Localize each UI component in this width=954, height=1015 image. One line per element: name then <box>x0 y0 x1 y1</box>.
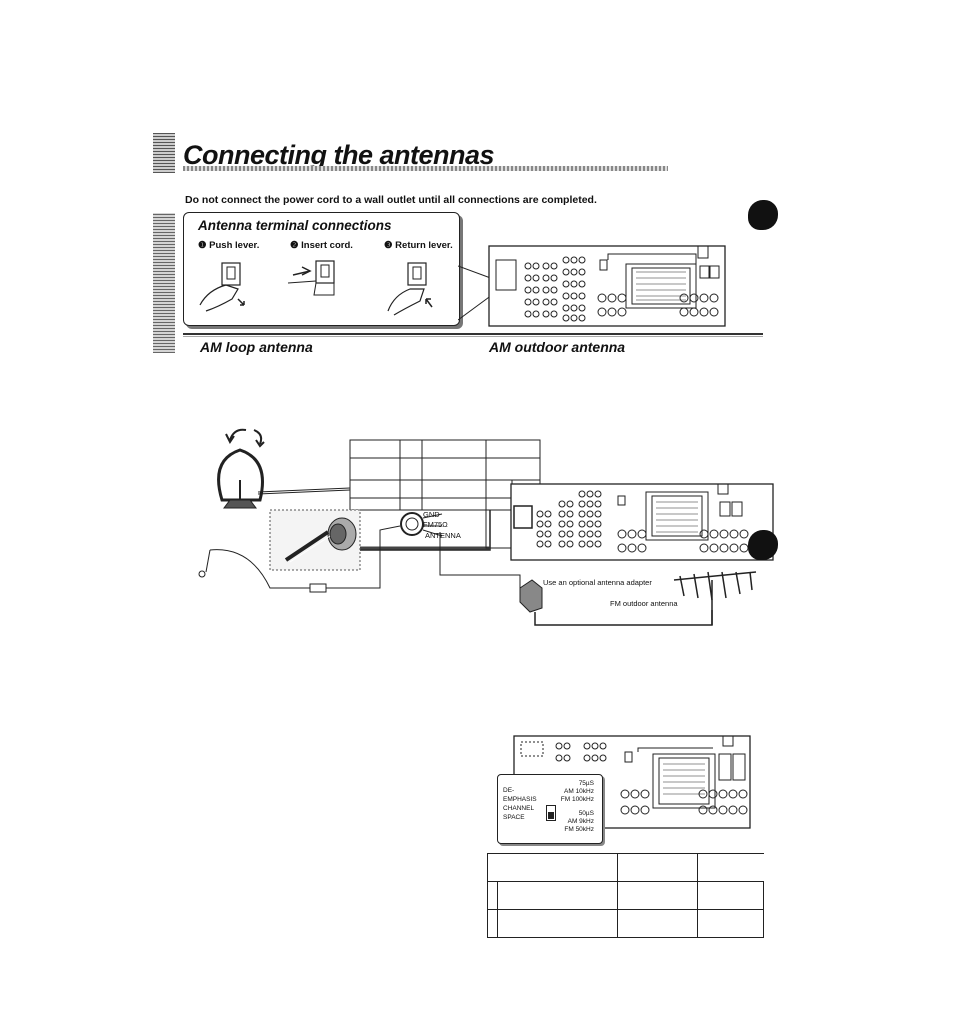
fm75-label: FM75Ω <box>423 520 448 529</box>
table-cell <box>617 881 699 910</box>
section-tab-marker <box>153 133 175 173</box>
region-marker-1 <box>748 200 778 230</box>
side-tab-marker <box>153 213 175 353</box>
table-cell <box>496 881 619 910</box>
step-3: ❸ Return lever. <box>384 240 453 251</box>
switch-bottom-value-1: 50µS <box>578 810 594 817</box>
receiver-rear-panel-middle <box>510 483 774 561</box>
table-cell <box>486 853 619 882</box>
step-3-bullet-icon: ❸ <box>384 240 393 251</box>
switch-bottom-values: 50µS AM 9kHz FM 50kHz <box>552 810 594 834</box>
table-cell <box>487 881 498 910</box>
fm-outdoor-label: FM outdoor antenna <box>610 599 678 608</box>
switch-label-space: SPACE <box>503 814 525 821</box>
am-loop-heading: AM loop antenna <box>200 339 313 355</box>
step-1-bullet-icon: ❶ <box>198 240 207 251</box>
step-2-bullet-icon: ❷ <box>290 240 299 251</box>
table-cell <box>617 909 699 938</box>
switch-bottom-value-2: AM 9kHz <box>567 818 594 825</box>
terminal-connections-title: Antenna terminal connections <box>198 218 392 233</box>
step-2: ❷ Insert cord. <box>290 240 353 251</box>
table-row <box>487 881 764 910</box>
am-outdoor-heading: AM outdoor antenna <box>489 339 626 355</box>
table-cell <box>496 909 619 938</box>
switch-label-channel: CHANNEL <box>503 805 535 812</box>
gnd-label: GND <box>423 510 440 519</box>
switch-top-values: 75µS AM 10kHz FM 100kHz <box>552 780 594 804</box>
setting-table <box>486 853 764 938</box>
antenna-wiring-diagram <box>198 428 757 626</box>
switch-top-value-1: 75µS <box>578 780 594 787</box>
antenna-label: ANTENNA <box>425 531 461 540</box>
power-cord-notice: Do not connect the power cord to a wall … <box>185 194 597 206</box>
table-cell <box>697 909 764 938</box>
region-marker-2 <box>748 530 778 560</box>
table-cell <box>487 909 498 938</box>
switch-top-value-2: AM 10kHz <box>564 788 594 795</box>
deemphasis-slide-switch <box>546 805 556 821</box>
receiver-rear-panel-top <box>488 245 726 327</box>
step-1: ❶ Push lever. <box>198 240 259 251</box>
table-cell <box>617 853 699 882</box>
section-divider <box>183 333 763 335</box>
table-header-row <box>486 853 764 882</box>
step-3-label: Return lever. <box>395 240 453 251</box>
section-divider-shadow <box>183 336 763 337</box>
terminal-steps-illustration <box>199 260 433 316</box>
step-2-label: Insert cord. <box>301 240 353 251</box>
step-1-label: Push lever. <box>209 240 260 251</box>
adapter-label: Use an optional antenna adapter <box>543 578 652 587</box>
title-rule <box>183 166 668 171</box>
switch-top-value-3: FM 100kHz <box>560 796 594 803</box>
switch-left-labels: DE- EMPHASIS CHANNEL SPACE <box>503 786 537 822</box>
switch-label-emphasis: EMPHASIS <box>503 796 537 803</box>
page-title: Connecting the antennas <box>183 140 495 170</box>
switch-bottom-value-3: FM 50kHz <box>564 826 594 833</box>
table-cell <box>697 881 764 910</box>
table-row <box>487 909 764 938</box>
table-cell <box>697 853 764 882</box>
switch-label-de: DE- <box>503 787 515 794</box>
